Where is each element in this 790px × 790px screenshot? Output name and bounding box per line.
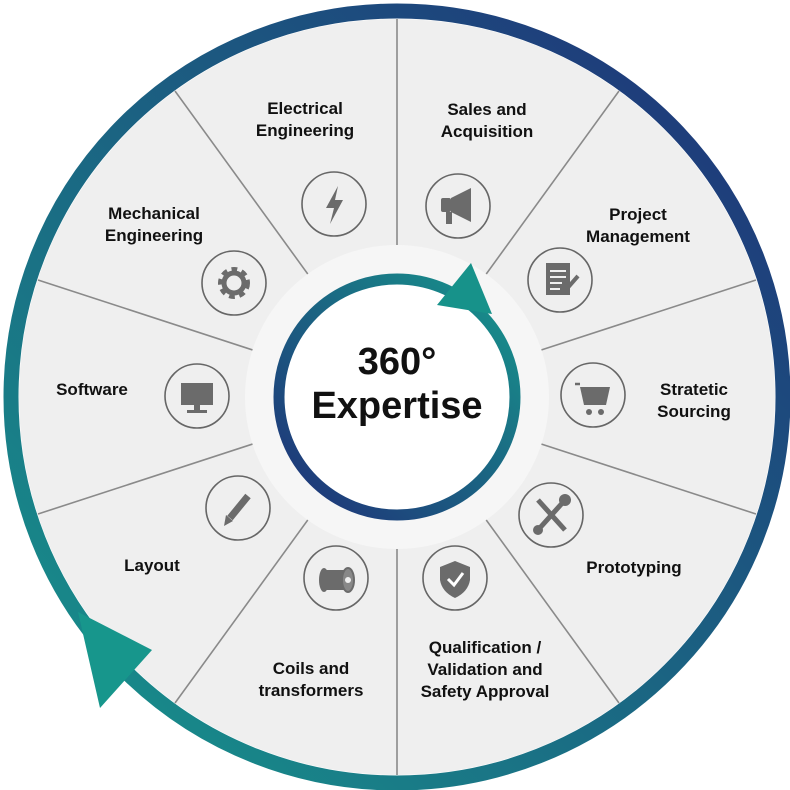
segment-coils-and-transformers: Coils and transformers <box>259 545 369 700</box>
segment-label: Engineering <box>105 226 203 245</box>
segment-label: Management <box>586 227 690 246</box>
segment-label: Software <box>56 380 128 399</box>
gear-icon <box>201 250 267 316</box>
segment-label: Acquisition <box>441 122 534 141</box>
segment-label: Layout <box>124 556 180 575</box>
segment-label: Validation and <box>427 660 542 679</box>
coil-icon <box>303 545 369 611</box>
segment-software: Software <box>56 363 230 429</box>
inner-cycle-ring <box>273 273 521 521</box>
segment-strategic-sourcing: Stratetic Sourcing <box>560 362 731 428</box>
outer-cycle-ring <box>3 3 790 790</box>
segment-qualification: Qualification / Validation and Safety Ap… <box>421 545 550 701</box>
segment-electrical-engineering: Electrical Engineering <box>256 99 367 237</box>
segment-label: Sourcing <box>657 402 731 421</box>
monitor-icon <box>164 363 230 429</box>
segment-label: Prototyping <box>586 558 681 577</box>
megaphone-icon <box>425 173 491 239</box>
segment-label: Project <box>609 205 667 224</box>
segment-label: Engineering <box>256 121 354 140</box>
segment-prototyping: Prototyping <box>518 482 682 577</box>
segment-label: Qualification / <box>429 638 542 657</box>
segment-label: Mechanical <box>108 204 200 223</box>
segment-label: Coils and <box>273 659 350 678</box>
lightning-icon <box>301 171 367 237</box>
segment-sales-and-acquisition: Sales and Acquisition <box>425 100 534 239</box>
center-title-line1: 360° <box>358 341 437 383</box>
inner-arrowhead-icon <box>437 263 492 314</box>
segment-label: Sales and <box>447 100 526 119</box>
document-icon <box>527 247 593 313</box>
shield-check-icon <box>422 545 488 611</box>
segment-layout: Layout <box>124 475 271 575</box>
tools-icon <box>518 482 584 548</box>
center-title-line2: Expertise <box>311 385 482 427</box>
segment-project-management: Project Management <box>527 205 690 313</box>
outer-arrowhead-icon <box>78 612 152 708</box>
segment-label: Electrical <box>267 99 343 118</box>
segment-label: Stratetic <box>660 380 728 399</box>
pencil-icon <box>205 475 271 541</box>
cart-icon <box>560 362 626 428</box>
segment-mechanical-engineering: Mechanical Engineering <box>105 204 267 316</box>
segment-label: transformers <box>259 681 364 700</box>
segment-label: Safety Approval <box>421 682 550 701</box>
